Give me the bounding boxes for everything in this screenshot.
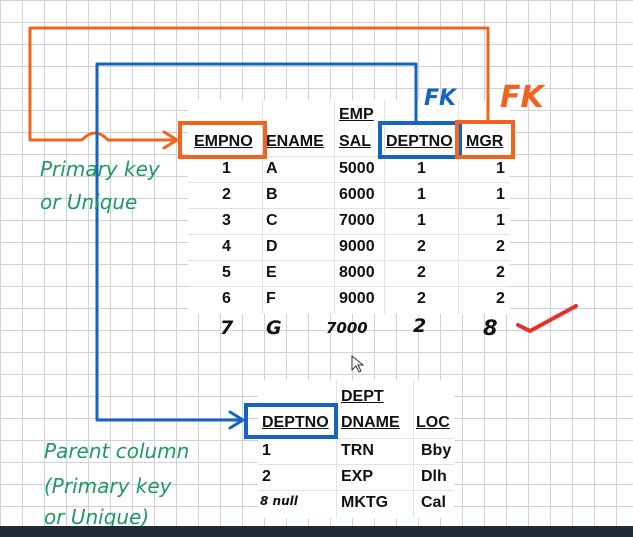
cell-sal: 7000 [339,212,375,229]
primary-key-note-line2: or Unique [40,190,138,214]
cell-mgr: 1 [496,160,505,177]
cell-empno: 2 [222,186,231,203]
cell-mgr: 2 [496,238,505,255]
cell-mgr: 1 [496,186,505,203]
cell-ename: E [266,264,277,281]
handwritten-mgr: 8 [483,316,498,340]
cell-sal: 8000 [339,264,375,281]
cell-loc: Bby [421,442,452,459]
cell-dname: TRN [341,442,374,459]
empno-highlight-box [178,121,267,159]
parent-column-note-line1: Parent column [44,439,190,463]
handwritten-empno: 7 [220,317,234,339]
cell-deptno: 1 [417,212,426,229]
red-checkmark [516,304,578,333]
cell-empno: 6 [222,290,231,307]
cell-dname: MKTG [341,494,389,511]
cell-deptno: 2 [417,264,426,281]
emp-table-title: EMP [339,106,374,123]
parent-column-note-line2: (Primary key [44,474,172,498]
cell-mgr: 2 [496,264,505,281]
cell-empno: 4 [222,238,231,255]
blue-arrowhead [228,410,246,430]
cell-sal: 5000 [339,160,375,177]
orange-fk-arrow [28,26,490,142]
cell-deptno: 2 [417,238,426,255]
cell-mgr: 1 [496,212,505,229]
column-header-loc: LOC [416,414,450,431]
cell-deptno: 1 [262,442,271,459]
cell-sal: 6000 [339,186,375,203]
column-header-ename: ENAME [266,133,324,150]
dept-table-title: DEPT [341,388,384,405]
mgr-highlight-box [455,120,515,159]
cell-ename: D [266,238,278,255]
cell-empno: 1 [222,160,231,177]
cell-empno: 5 [222,264,231,281]
fk-label-orange: FK [500,80,544,115]
cell-ename: B [266,186,278,203]
deptno-highlight-box [378,121,462,159]
orange-arrowhead [162,130,180,150]
handwritten-deptno: 2 [413,315,427,337]
parent-column-note-line3: or Unique) [44,505,150,529]
cell-deptno: 2 [417,290,426,307]
cell-deptno: 2 [262,468,271,485]
handwritten-sal: 7000 [326,319,368,337]
cell-empno: 3 [222,212,231,229]
blue-fk-arrow [95,62,418,422]
column-header-sal: SAL [339,133,371,150]
cell-ename: F [266,290,276,307]
mouse-cursor [351,354,365,373]
cell-sal: 9000 [339,238,375,255]
handwritten-ename: G [266,317,282,339]
cell-mgr: 2 [496,290,505,307]
cell-ename: C [266,212,278,229]
cell-deptno: 1 [417,186,426,203]
fk-label-blue: FK [424,86,457,111]
primary-key-note-line1: Primary key [40,157,160,181]
handwritten-null-note: 8 null [260,494,298,508]
column-header-deptno: DEPTNO [262,414,329,431]
cell-loc: Cal [421,494,446,511]
column-header-mgr: MGR [466,133,504,150]
column-header-deptno: DEPTNO [386,133,453,150]
cell-dname: EXP [341,468,374,485]
cell-sal: 9000 [339,290,375,307]
cell-loc: Dlh [421,468,447,485]
cell-deptno: 1 [417,160,426,177]
column-header-empno: EMPNO [194,133,253,150]
dept-deptno-highlight-box [244,403,338,439]
cell-ename: A [266,160,278,177]
column-header-dname: DNAME [341,414,400,431]
taskbar [0,526,633,537]
